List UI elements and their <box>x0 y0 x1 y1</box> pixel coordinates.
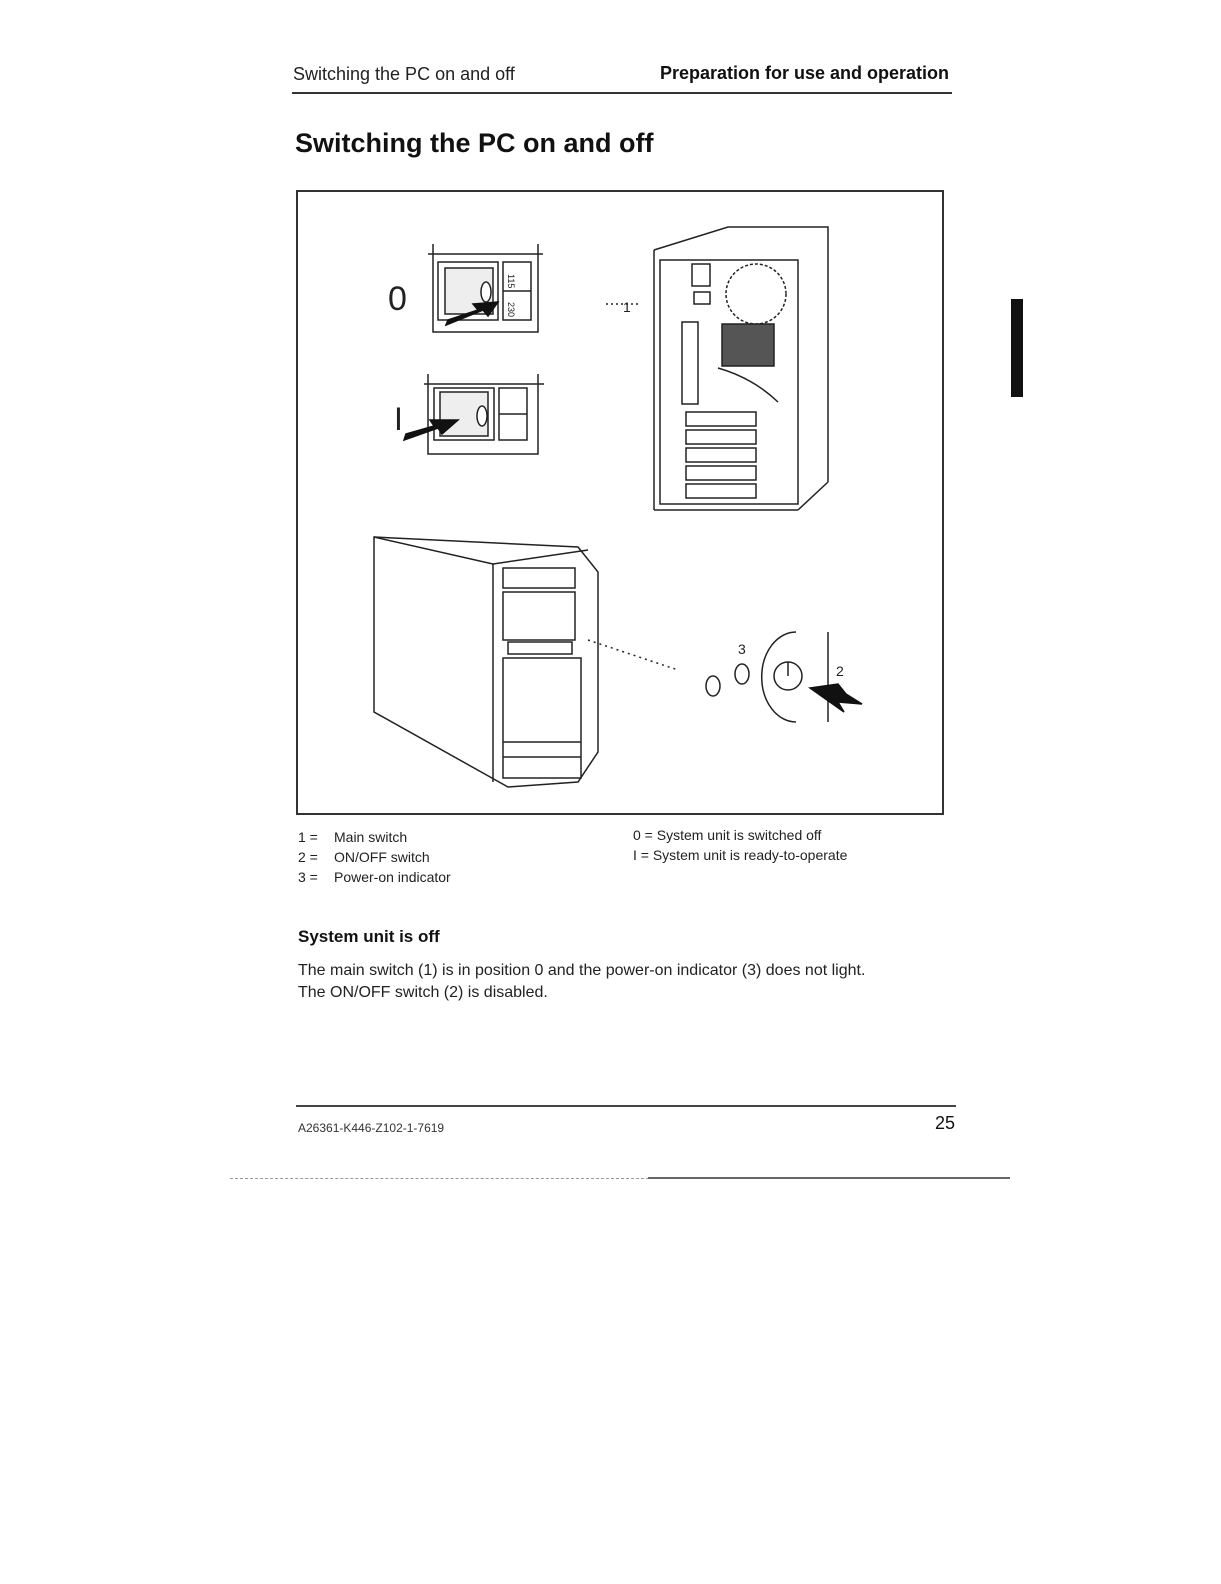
chapter-thumb-marker <box>1011 299 1023 397</box>
footer-rule <box>296 1105 956 1107</box>
legend-item: 2 =ON/OFF switch <box>298 849 430 865</box>
legend-item: 1 =Main switch <box>298 829 408 845</box>
page-number: 25 <box>934 1113 955 1133</box>
document-code: A26361-K446-Z102-1-7619 <box>298 1121 445 1135</box>
power-controls-detail: 3 2 <box>705 631 863 723</box>
callout-main-switch: 1 <box>623 299 631 315</box>
tower-rear-view: 1 <box>606 226 829 511</box>
callout-onoff-switch: 2 <box>836 663 844 679</box>
callout-power-indicator: 3 <box>738 641 746 657</box>
voltage-230-label: 230 <box>506 302 516 317</box>
section-heading: System unit is off <box>298 927 440 946</box>
scan-artifact-line <box>648 1177 1010 1179</box>
running-header-section: Switching the PC on and off <box>293 64 515 84</box>
state-item: I = System unit is ready-to-operate <box>633 847 848 863</box>
switch-on-label: I <box>394 401 403 437</box>
state-item: 0 = System unit is switched off <box>633 827 822 843</box>
body-paragraph: The main switch (1) is in position 0 and… <box>298 962 866 1001</box>
running-header-chapter: Preparation for use and operation <box>659 63 949 83</box>
header-rule <box>292 92 952 94</box>
switch-state-legend: 0 = System unit is switched off I = Syst… <box>633 825 847 865</box>
scan-artifact-line <box>230 1178 1010 1180</box>
callout-legend: 1 =Main switch 2 =ON/OFF switch 3 =Power… <box>298 827 451 887</box>
legend-item: 3 =Power-on indicator <box>298 869 451 885</box>
switch-off-label: 0 <box>388 280 407 318</box>
tower-front-view <box>373 536 679 788</box>
switching-illustration: 0 115 230 I <box>296 190 944 815</box>
main-switch-on-detail: I <box>394 374 544 455</box>
voltage-115-label: 115 <box>506 274 516 288</box>
page-title: Switching the PC on and off <box>295 128 654 158</box>
main-switch-off-detail: 0 115 230 <box>388 244 543 333</box>
